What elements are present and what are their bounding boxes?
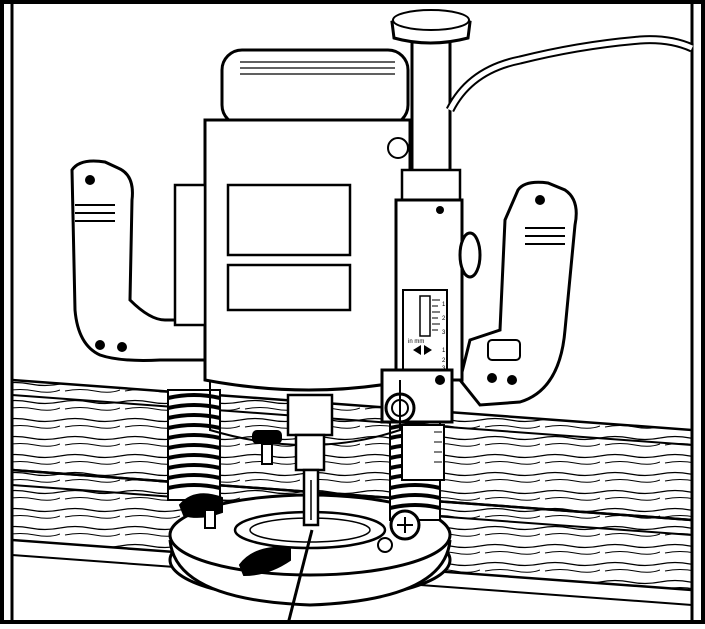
clamp-knob-center-icon	[238, 546, 291, 577]
scale-unit-label: in mm	[408, 339, 424, 345]
top-knob-icon	[392, 9, 470, 31]
left-spring	[167, 389, 221, 501]
left-handle	[70, 159, 207, 362]
power-cord-inner	[447, 37, 694, 112]
thumbscrew-icon	[252, 430, 282, 465]
arrow-right-icon	[424, 345, 432, 355]
arrow-left-icon	[413, 345, 421, 355]
right-handle	[458, 180, 578, 407]
leader-line	[286, 529, 314, 625]
scale-tick-1: 1	[442, 302, 446, 308]
scale-tick-2: 2	[442, 316, 446, 322]
collet-assembly	[209, 380, 401, 527]
depth-scale: 1 2 3 in mm 1 2 3	[402, 289, 448, 372]
clamp-knob-left-icon	[178, 493, 223, 529]
scale-tick-3: 3	[442, 330, 446, 336]
motor-housing	[203, 48, 412, 392]
scale-tick-lower-2: 2	[442, 358, 446, 364]
screw-right-icon	[377, 509, 421, 553]
scale-tick-lower-1: 1	[442, 348, 446, 354]
